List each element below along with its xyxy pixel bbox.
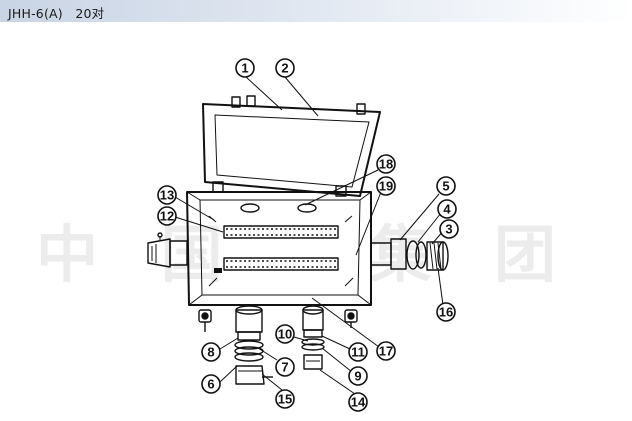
lid: [202, 95, 381, 197]
callout-11: 11: [348, 342, 368, 362]
callout-3: 3: [439, 219, 459, 239]
svg-text:18: 18: [379, 157, 393, 172]
callout-7: 7: [275, 357, 295, 377]
svg-text:17: 17: [379, 344, 393, 359]
mounting-foot-left: [198, 309, 212, 332]
terminal-block-lower: [223, 257, 339, 271]
left-cable-gland: [147, 232, 188, 268]
svg-text:4: 4: [443, 202, 451, 217]
right-cable-gland: [370, 238, 449, 271]
svg-text:3: 3: [445, 222, 452, 237]
callout-12: 12: [157, 206, 177, 226]
callout-5: 5: [436, 176, 456, 196]
bottom-gland-right: [301, 305, 325, 370]
callout-6: 6: [201, 374, 221, 394]
callout-19: 19: [376, 176, 396, 196]
callout-17: 17: [376, 341, 396, 361]
svg-text:8: 8: [207, 345, 214, 360]
bottom-gland-left: [234, 305, 273, 385]
callout-8: 8: [201, 342, 221, 362]
callout-2: 2: [275, 58, 295, 78]
leader-lines: [174, 76, 445, 395]
callout-9: 9: [348, 366, 368, 386]
header-bar: JHH-6(A) 20对: [0, 0, 632, 22]
svg-text:10: 10: [278, 327, 292, 342]
callout-14: 14: [348, 392, 368, 412]
svg-text:13: 13: [160, 188, 174, 203]
svg-text:7: 7: [281, 360, 288, 375]
mounting-foot-right: [344, 309, 358, 328]
callout-10: 10: [275, 324, 295, 344]
svg-text:6: 6: [207, 377, 214, 392]
svg-text:5: 5: [442, 179, 449, 194]
svg-text:19: 19: [379, 179, 393, 194]
callouts: 1 2 3 4 5 6 7 8 9 10 11 12 13 14 15 16 1…: [157, 58, 459, 412]
header-title: JHH-6(A) 20对: [8, 6, 105, 21]
svg-text:16: 16: [439, 305, 453, 320]
callout-16: 16: [436, 302, 456, 322]
box-body: [186, 191, 372, 306]
svg-text:9: 9: [354, 369, 361, 384]
callout-15: 15: [275, 389, 295, 409]
callout-1: 1: [235, 58, 255, 78]
svg-text:12: 12: [160, 209, 174, 224]
callout-18: 18: [376, 154, 396, 174]
terminal-block-upper: [223, 225, 339, 239]
svg-text:11: 11: [351, 345, 365, 360]
svg-text:1: 1: [241, 61, 248, 76]
svg-text:2: 2: [281, 61, 288, 76]
svg-text:15: 15: [278, 392, 292, 407]
callout-4: 4: [437, 199, 457, 219]
svg-text:14: 14: [351, 395, 366, 410]
callout-13: 13: [157, 185, 177, 205]
